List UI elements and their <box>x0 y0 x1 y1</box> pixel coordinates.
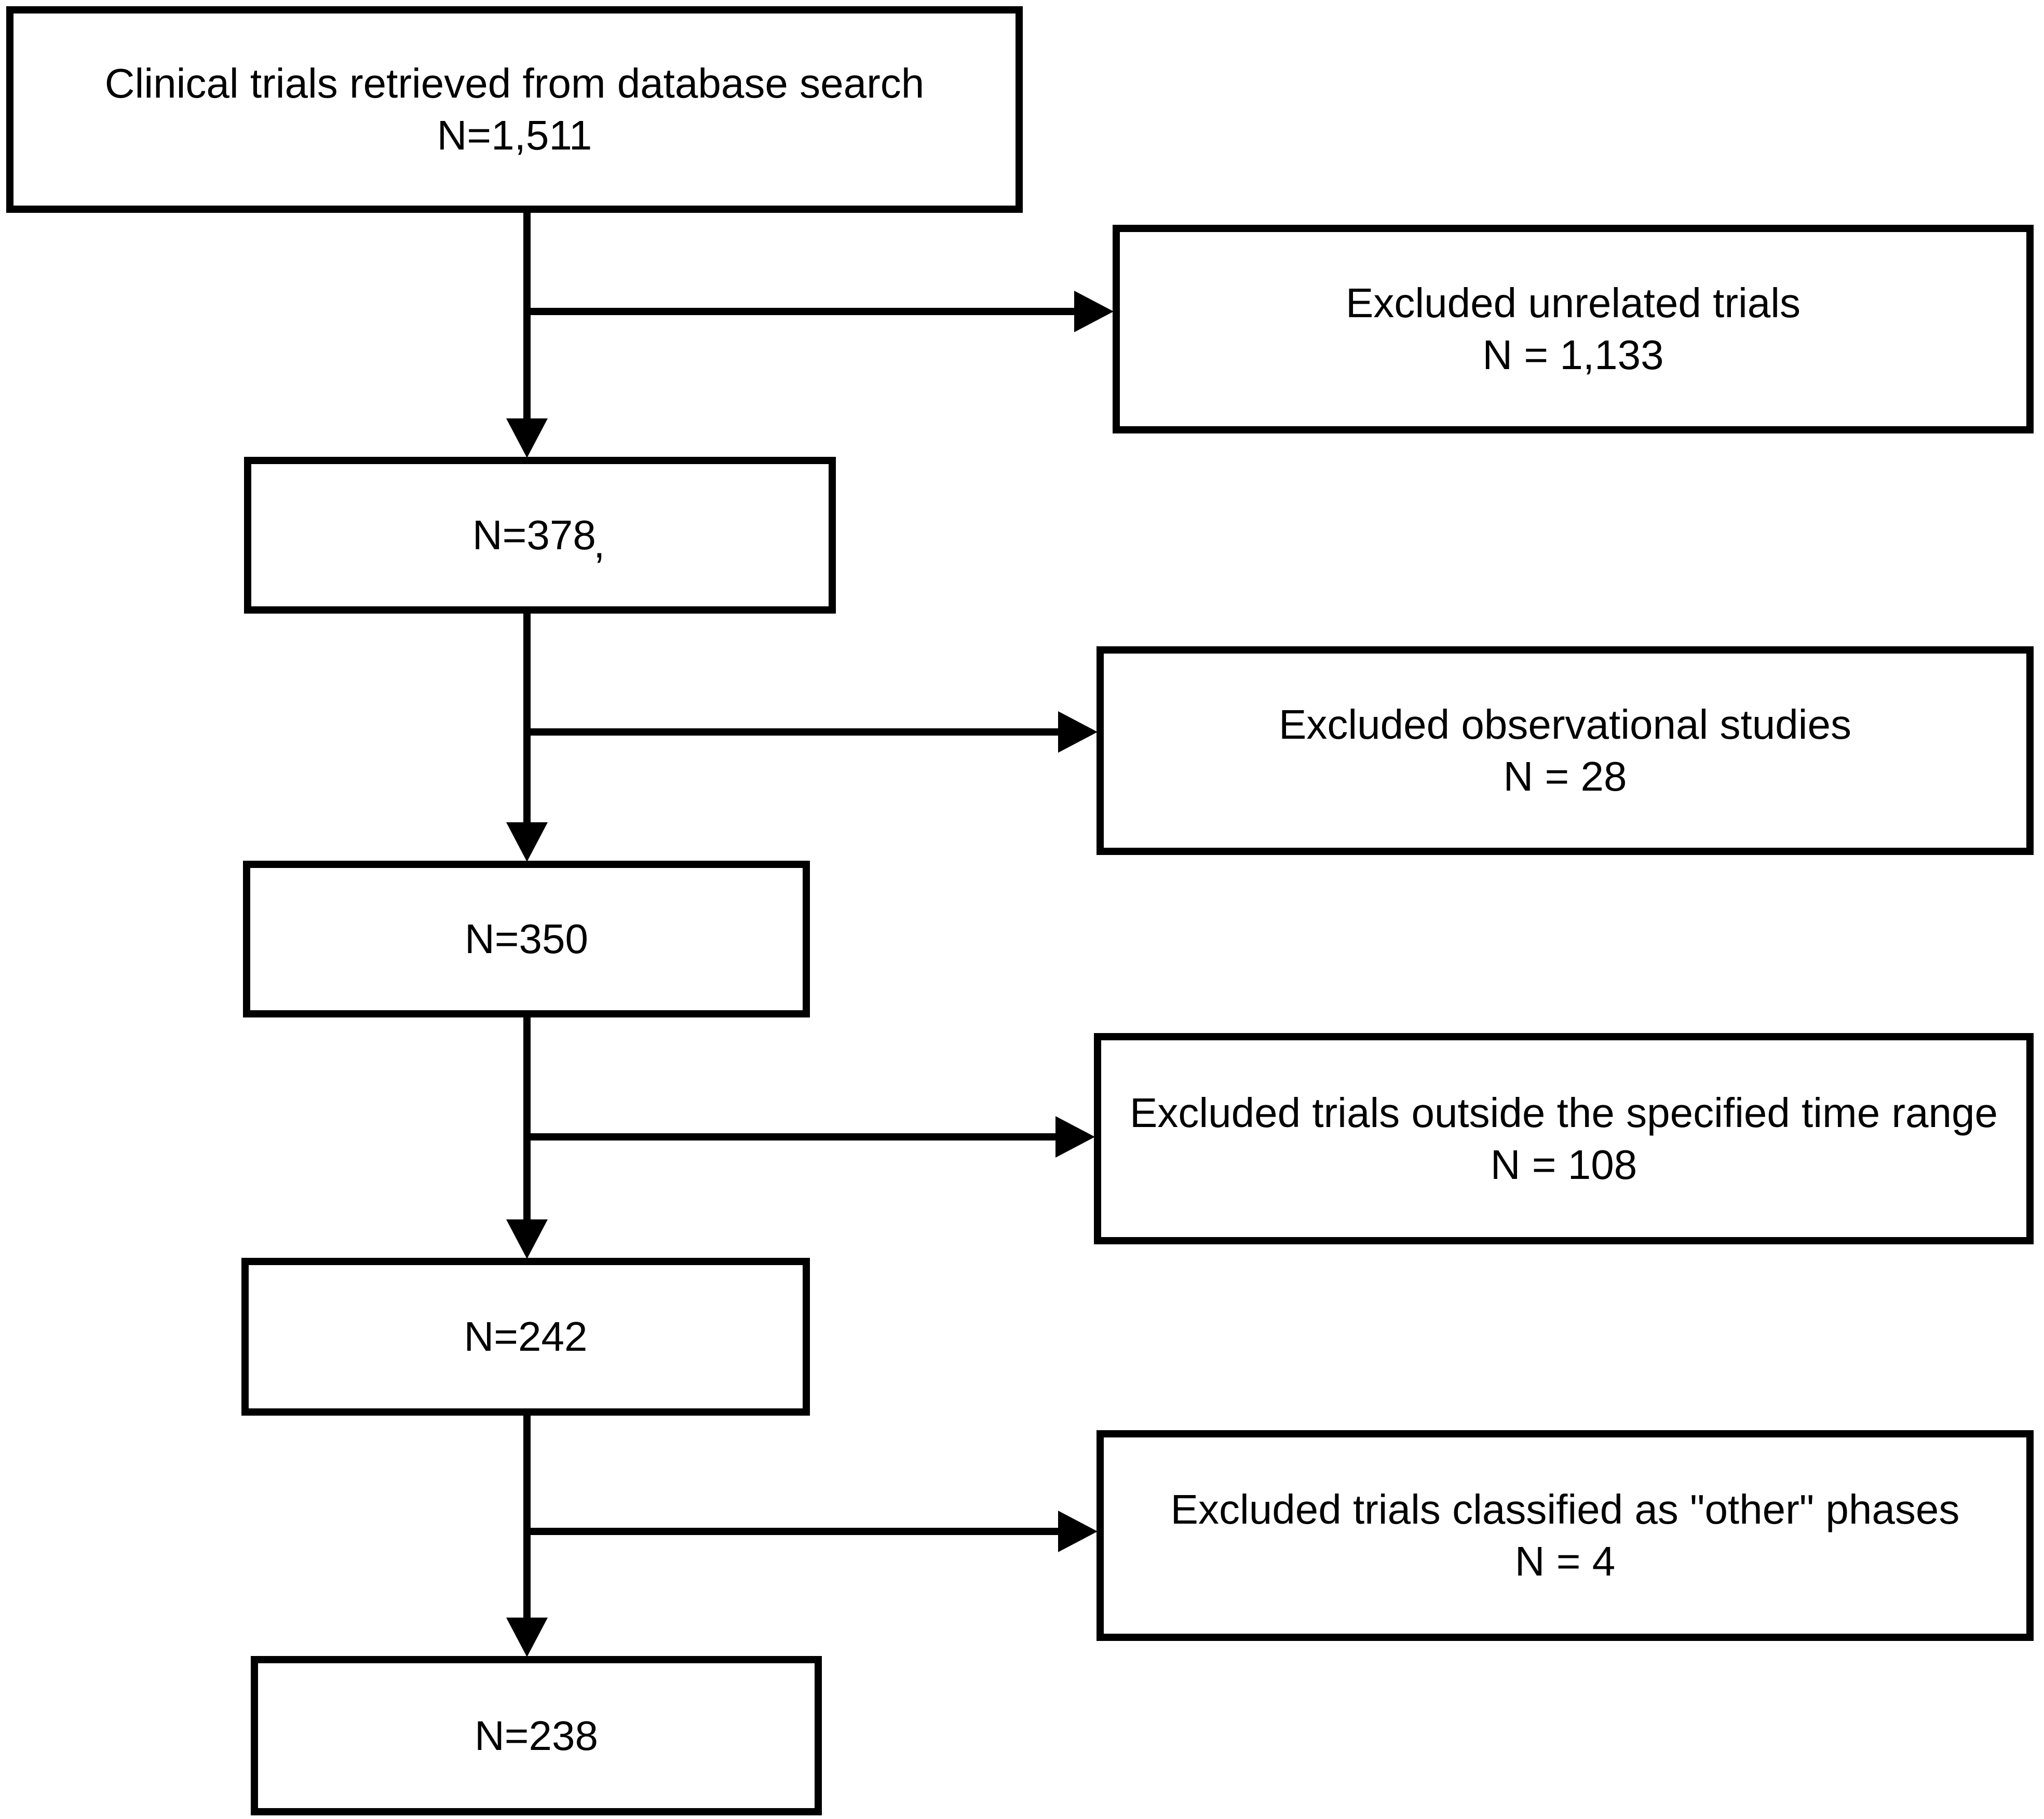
exclusion-observational-count: N = 28 <box>1503 753 1627 799</box>
exclusion-time-range-count: N = 108 <box>1490 1141 1637 1188</box>
exclusion-unrelated-count: N = 1,133 <box>1482 332 1664 378</box>
connector-branch-3-line <box>523 1133 1057 1141</box>
exclusion-other-phases-count: N = 4 <box>1514 1538 1616 1584</box>
exclusion-observational-box: Excluded observational studies N = 28 <box>1097 646 2034 855</box>
node-final-box: N=238 <box>251 1656 822 1815</box>
exclusion-unrelated-label: Excluded unrelated trials <box>1345 280 1801 326</box>
node-retrieved-label: Clinical trials retrieved from database … <box>104 60 925 106</box>
stray-comma: , <box>593 520 605 566</box>
count-text: N=378 <box>472 512 596 558</box>
connector-down-2-line <box>523 610 531 825</box>
connector-branch-1-arrowhead-icon <box>1074 291 1114 332</box>
connector-down-2-arrowhead-icon <box>506 822 548 862</box>
connector-branch-4-line <box>523 1528 1059 1535</box>
connector-down-4-line <box>523 1414 531 1621</box>
exclusion-unrelated-box: Excluded unrelated trials N = 1,133 <box>1113 225 2034 433</box>
connector-branch-1-line <box>523 308 1075 315</box>
node-retrieved-count: N=1,511 <box>437 112 592 158</box>
connector-down-1-line <box>523 210 531 423</box>
connector-branch-4-arrowhead-icon <box>1058 1511 1098 1552</box>
connector-down-4-arrowhead-icon <box>506 1618 548 1657</box>
connector-down-3-line <box>523 1015 531 1223</box>
connector-branch-3-arrowhead-icon <box>1055 1116 1095 1158</box>
connector-down-1-arrowhead-icon <box>506 418 548 458</box>
node-after-observational-box: N=350 <box>243 861 810 1017</box>
node-after-unrelated-box: N=378, <box>244 457 836 614</box>
node-final-count: N=238 <box>475 1712 598 1759</box>
exclusion-other-phases-label: Excluded trials classified as "other" ph… <box>1170 1486 1960 1532</box>
exclusion-time-range-label: Excluded trials outside the specified ti… <box>1129 1089 1998 1136</box>
exclusion-other-phases-box: Excluded trials classified as "other" ph… <box>1097 1430 2034 1641</box>
node-after-observational-count: N=350 <box>465 916 588 962</box>
node-after-unrelated-count: N=378, <box>472 509 607 566</box>
connector-branch-2-line <box>523 728 1059 736</box>
exclusion-time-range-box: Excluded trials outside the specified ti… <box>1094 1033 2034 1244</box>
node-after-time-range-box: N=242 <box>241 1258 810 1416</box>
node-retrieved-box: Clinical trials retrieved from database … <box>6 6 1023 213</box>
connector-branch-2-arrowhead-icon <box>1058 711 1098 753</box>
exclusion-observational-label: Excluded observational studies <box>1279 701 1851 748</box>
connector-down-3-arrowhead-icon <box>506 1219 548 1259</box>
node-after-time-range-count: N=242 <box>464 1313 588 1360</box>
